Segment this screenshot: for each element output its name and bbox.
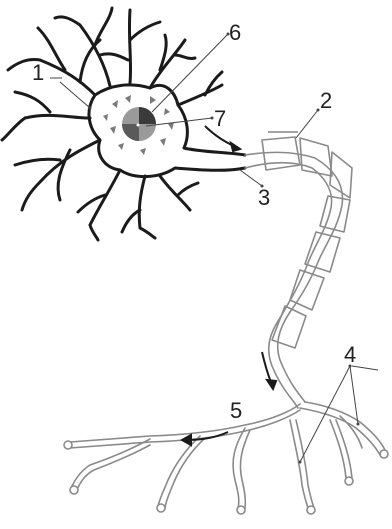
nucleus	[122, 107, 156, 141]
dendrite-r	[178, 72, 222, 105]
dendrite-ul	[8, 28, 100, 95]
label-1: 1	[32, 60, 44, 85]
leader-2	[296, 110, 318, 138]
dendrite-top-2	[100, 10, 160, 83]
leader-3	[240, 170, 262, 186]
axon-terminals	[70, 402, 385, 508]
myelin-seg-3	[330, 152, 352, 198]
myelin-sheath	[262, 137, 352, 348]
label-3: 3	[258, 185, 270, 210]
leader-4a	[300, 366, 350, 462]
dendrite-bottom-3	[160, 176, 198, 210]
signal-arrows	[182, 126, 276, 445]
leader-7	[146, 118, 212, 126]
dendrite-top-1	[55, 8, 112, 86]
label-6: 6	[229, 20, 241, 45]
dendrite-top-3	[150, 35, 195, 88]
terminal-knobs	[64, 441, 388, 514]
dendrite-l	[2, 92, 90, 140]
leader-4b	[350, 366, 358, 424]
dendrite-bottom-1	[78, 170, 120, 240]
label-5: 5	[230, 398, 242, 423]
dendrite-ll	[15, 140, 100, 210]
label-7: 7	[214, 106, 226, 131]
label-4: 4	[344, 342, 356, 367]
dendrite-bottom-2	[122, 176, 155, 238]
label-2: 2	[320, 88, 332, 113]
